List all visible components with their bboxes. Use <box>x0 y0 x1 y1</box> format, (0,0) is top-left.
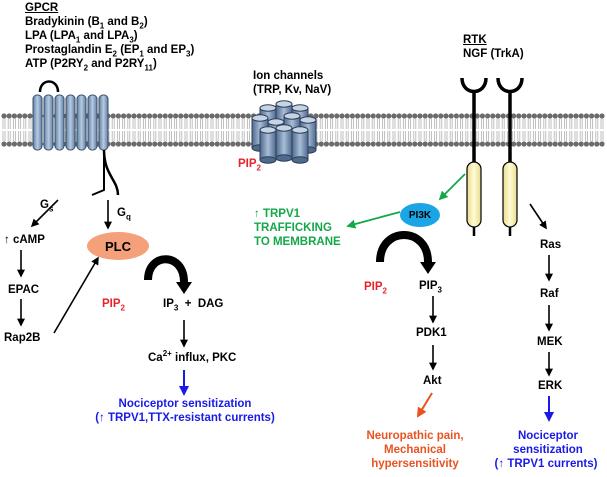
akt-outcome-arrow <box>416 392 433 418</box>
mek-label: MEK <box>537 336 563 348</box>
trafficking-line1: ↑ TRPV1 <box>254 208 301 220</box>
rtk-receptor-label: NGF (TrkA) <box>463 48 524 60</box>
rap2b-label: Rap2B <box>4 332 41 344</box>
gpcr-ligand-lpa: LPA (LPA1 and LPA3) <box>25 30 138 45</box>
gpcr-receptor <box>32 80 120 196</box>
trafficking-line3: TO MEMBRANE <box>254 236 341 248</box>
mapk-outcome-line1: Nociceptor <box>517 430 579 442</box>
gs-arrow <box>30 199 59 228</box>
akt-label: Akt <box>423 375 442 387</box>
rtk-receptor <box>460 77 524 236</box>
mapk-outcome-line2: sensitization <box>513 444 583 456</box>
ion-channels-subtitle: (TRP, Kv, NaV) <box>253 84 332 96</box>
ion-channel-pip2: PIP2 <box>238 158 261 173</box>
ion-channels-title: Ion channels <box>253 70 324 82</box>
camp-label: ↑ cAMP <box>4 234 45 246</box>
raf-label: Raf <box>540 288 559 300</box>
pdk1-label: PDK1 <box>416 327 447 339</box>
mapk-outcome-line3: (↑ TRPV1 currents) <box>494 458 598 470</box>
rap2b-plc-arrow <box>53 256 99 334</box>
erk-label: ERK <box>538 380 563 392</box>
gpcr-outcome-line1: Nociceptor sensitization <box>118 398 252 410</box>
ion-channel-cluster <box>251 100 317 164</box>
gpcr-ligand-atp: ATP (P2RY2 and P2RY11) <box>25 58 157 73</box>
pi3k-outcome-line1: Neuropathic pain, <box>366 430 464 442</box>
pi3k-label: PI3K <box>408 210 432 221</box>
gpcr-heading: GPCR <box>25 2 59 14</box>
gq-label: Gq <box>117 207 131 222</box>
pi3k-curved-arrow <box>376 231 432 263</box>
rtk-heading: RTK <box>463 34 487 46</box>
pi3k-trafficking-arrow <box>346 211 401 229</box>
plc-enzyme <box>87 232 149 260</box>
ip3-dag-label: IP3 + DAG <box>163 298 224 313</box>
plc-pip2: PIP2 <box>102 298 125 313</box>
plc-curved-arrow <box>144 255 188 283</box>
gpcr-outcome-line2: (↑ TRPV1,TTX-resistant currents) <box>95 412 275 424</box>
epac-label: EPAC <box>8 284 40 296</box>
pi3k-pip2: PIP2 <box>364 281 387 296</box>
pip3-label: PIP3 <box>419 280 442 295</box>
ca-pkc-label: Ca2+ influx, PKC <box>148 349 237 364</box>
gpcr-ligand-prostaglandin: Prostaglandin E2 (EP1 and EP3) <box>25 44 195 59</box>
ras-label: Ras <box>540 239 562 251</box>
pi3k-enzyme <box>400 203 440 227</box>
rtk-ras-arrow <box>529 203 547 230</box>
gpcr-ligand-bradykinin: Bradykinin (B1 and B2) <box>25 16 148 31</box>
plc-label: PLC <box>105 239 131 254</box>
gs-label: Gs <box>40 199 54 214</box>
trafficking-line2: TRAFFICKING <box>254 222 332 234</box>
rtk-pi3k-arrow <box>438 173 466 201</box>
pi3k-outcome-line3: hypersensitivity <box>371 458 459 470</box>
pi3k-outcome-line2: Mechanical <box>384 444 446 456</box>
